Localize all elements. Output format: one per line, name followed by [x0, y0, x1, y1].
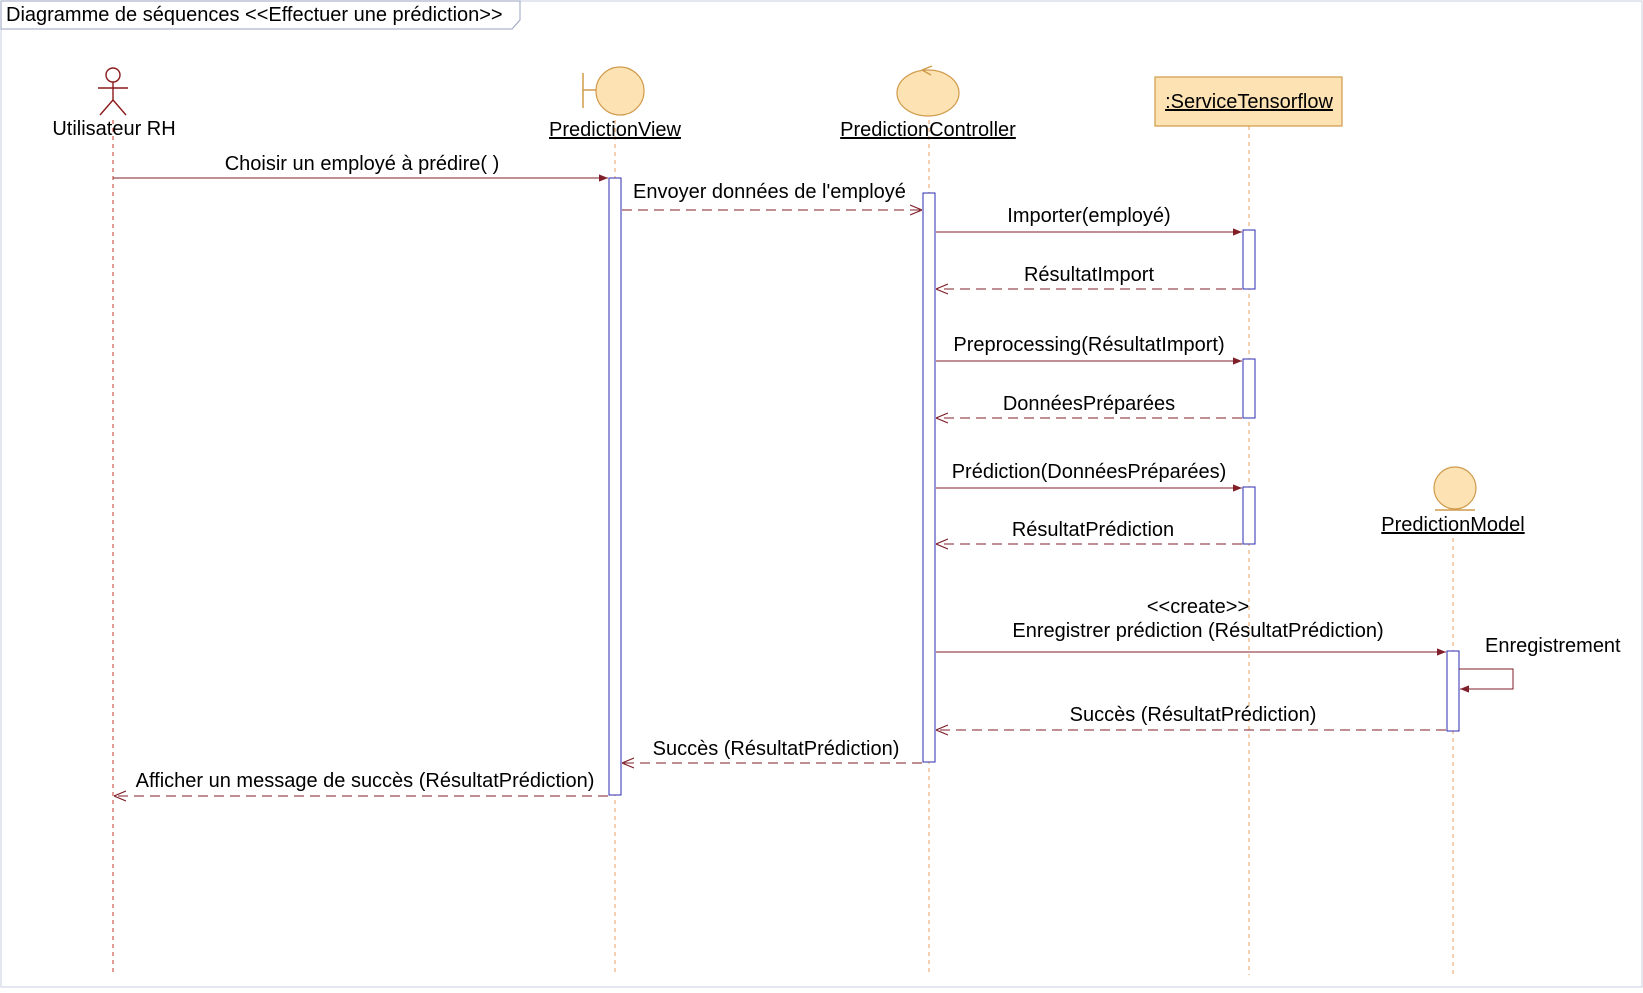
- message-prediction[interactable]: Prédiction(DonnéesPréparées): [936, 461, 1242, 492]
- message-label: Envoyer données de l'employé: [633, 181, 906, 203]
- message-succes-controller[interactable]: Succès (RésultatPrédiction): [622, 738, 922, 763]
- message-label: Afficher un message de succès (RésultatP…: [136, 770, 595, 792]
- message-preprocessing[interactable]: Preprocessing(RésultatImport): [936, 334, 1242, 365]
- activation-service-3: [1242, 486, 1256, 545]
- actor-stick-figure-icon: [98, 67, 128, 116]
- message-label: Prédiction(DonnéesPréparées): [952, 461, 1227, 483]
- message-label: Importer(employé): [1007, 205, 1170, 227]
- activation-view: [608, 177, 622, 796]
- message-label: RésultatImport: [1024, 264, 1154, 286]
- message-label: Preprocessing(RésultatImport): [953, 334, 1224, 356]
- message-label: Succès (RésultatPrédiction): [1070, 704, 1317, 726]
- diagram-title: Diagramme de séquences <<Effectuer une p…: [6, 4, 503, 26]
- participant-model[interactable]: PredictionModel: [1381, 466, 1525, 536]
- control-icon: [896, 65, 960, 117]
- participant-view[interactable]: PredictionView: [549, 66, 682, 141]
- participant-service-label: :ServiceTensorflow: [1165, 91, 1333, 113]
- message-label: Enregistrer prédiction (RésultatPrédicti…: [1012, 620, 1383, 642]
- participant-user-label: Utilisateur RH: [52, 118, 175, 140]
- messages: Choisir un employé à prédire( ) Envoyer …: [113, 153, 1621, 796]
- activation-service-2: [1242, 358, 1256, 419]
- message-stereotype: <<create>>: [1147, 596, 1249, 618]
- participant-service[interactable]: :ServiceTensorflow: [1154, 76, 1343, 127]
- message-donnees-preparees[interactable]: DonnéesPréparées: [936, 393, 1242, 418]
- message-label: Enregistrement: [1485, 635, 1621, 657]
- participant-controller[interactable]: PredictionController: [840, 65, 1016, 141]
- message-succes-model[interactable]: Succès (RésultatPrédiction): [936, 704, 1446, 730]
- message-enregistrement[interactable]: Enregistrement: [1459, 635, 1621, 693]
- participant-controller-label: PredictionController: [840, 119, 1016, 141]
- message-resultat-import[interactable]: RésultatImport: [936, 264, 1242, 289]
- message-choisir-employe[interactable]: Choisir un employé à prédire( ): [113, 153, 608, 182]
- entity-icon: [1433, 466, 1477, 511]
- object-box: [1154, 76, 1343, 127]
- activation-bars: [608, 177, 1460, 796]
- message-enregistrer-prediction[interactable]: <<create>> Enregistrer prédiction (Résul…: [936, 596, 1446, 656]
- activation-controller: [922, 192, 936, 763]
- message-label: Succès (RésultatPrédiction): [653, 738, 900, 760]
- diagram-title-tab: Diagramme de séquences <<Effectuer une p…: [0, 0, 521, 30]
- message-label: Choisir un employé à prédire( ): [225, 153, 500, 175]
- message-afficher-succes[interactable]: Afficher un message de succès (RésultatP…: [114, 770, 608, 796]
- message-envoyer-donnees[interactable]: Envoyer données de l'employé: [622, 181, 922, 210]
- participant-model-label: PredictionModel: [1381, 514, 1524, 536]
- activation-model: [1446, 650, 1460, 732]
- participant-user[interactable]: Utilisateur RH: [52, 67, 176, 140]
- boundary-icon: [582, 66, 645, 116]
- message-resultat-prediction[interactable]: RésultatPrédiction: [936, 519, 1242, 544]
- participant-view-label: PredictionView: [549, 119, 681, 141]
- message-label: DonnéesPréparées: [1003, 393, 1175, 415]
- activation-service-1: [1242, 229, 1256, 290]
- message-importer[interactable]: Importer(employé): [936, 205, 1242, 236]
- message-label: RésultatPrédiction: [1012, 519, 1174, 541]
